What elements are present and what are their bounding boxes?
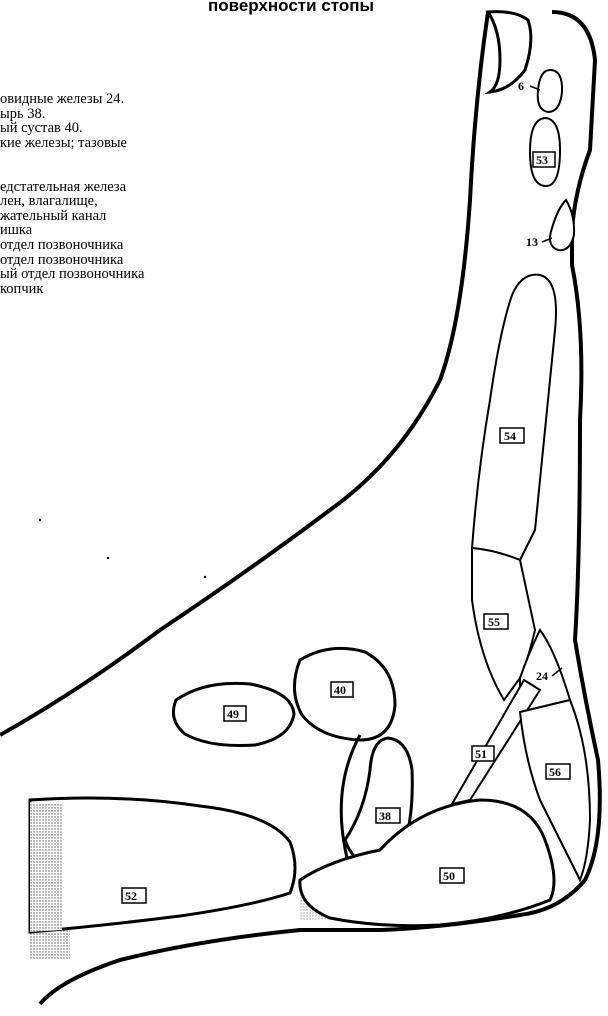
- label-40: 40: [334, 683, 346, 697]
- label-6: 6: [518, 79, 524, 93]
- foot-outline-inner: [0, 12, 488, 735]
- zone-54-shape: [472, 275, 556, 560]
- label-38: 38: [379, 809, 391, 823]
- label-24: 24: [536, 669, 548, 683]
- label-52: 52: [125, 889, 137, 903]
- toe-tip: [488, 12, 531, 92]
- label-13: 13: [526, 235, 538, 249]
- label-49: 49: [227, 707, 239, 721]
- zone-13-shape: [550, 200, 574, 250]
- label-51: 51: [475, 747, 487, 761]
- label-56: 56: [549, 765, 561, 779]
- zone-50-shape: [300, 800, 554, 926]
- label-55: 55: [488, 615, 500, 629]
- zone-6-shape: [538, 70, 562, 112]
- zone-52-shape: [30, 798, 295, 932]
- label-53: 53: [536, 153, 548, 167]
- label-54: 54: [504, 429, 516, 443]
- label-50: 50: [443, 869, 455, 883]
- sole-shading-overlay: [30, 802, 62, 932]
